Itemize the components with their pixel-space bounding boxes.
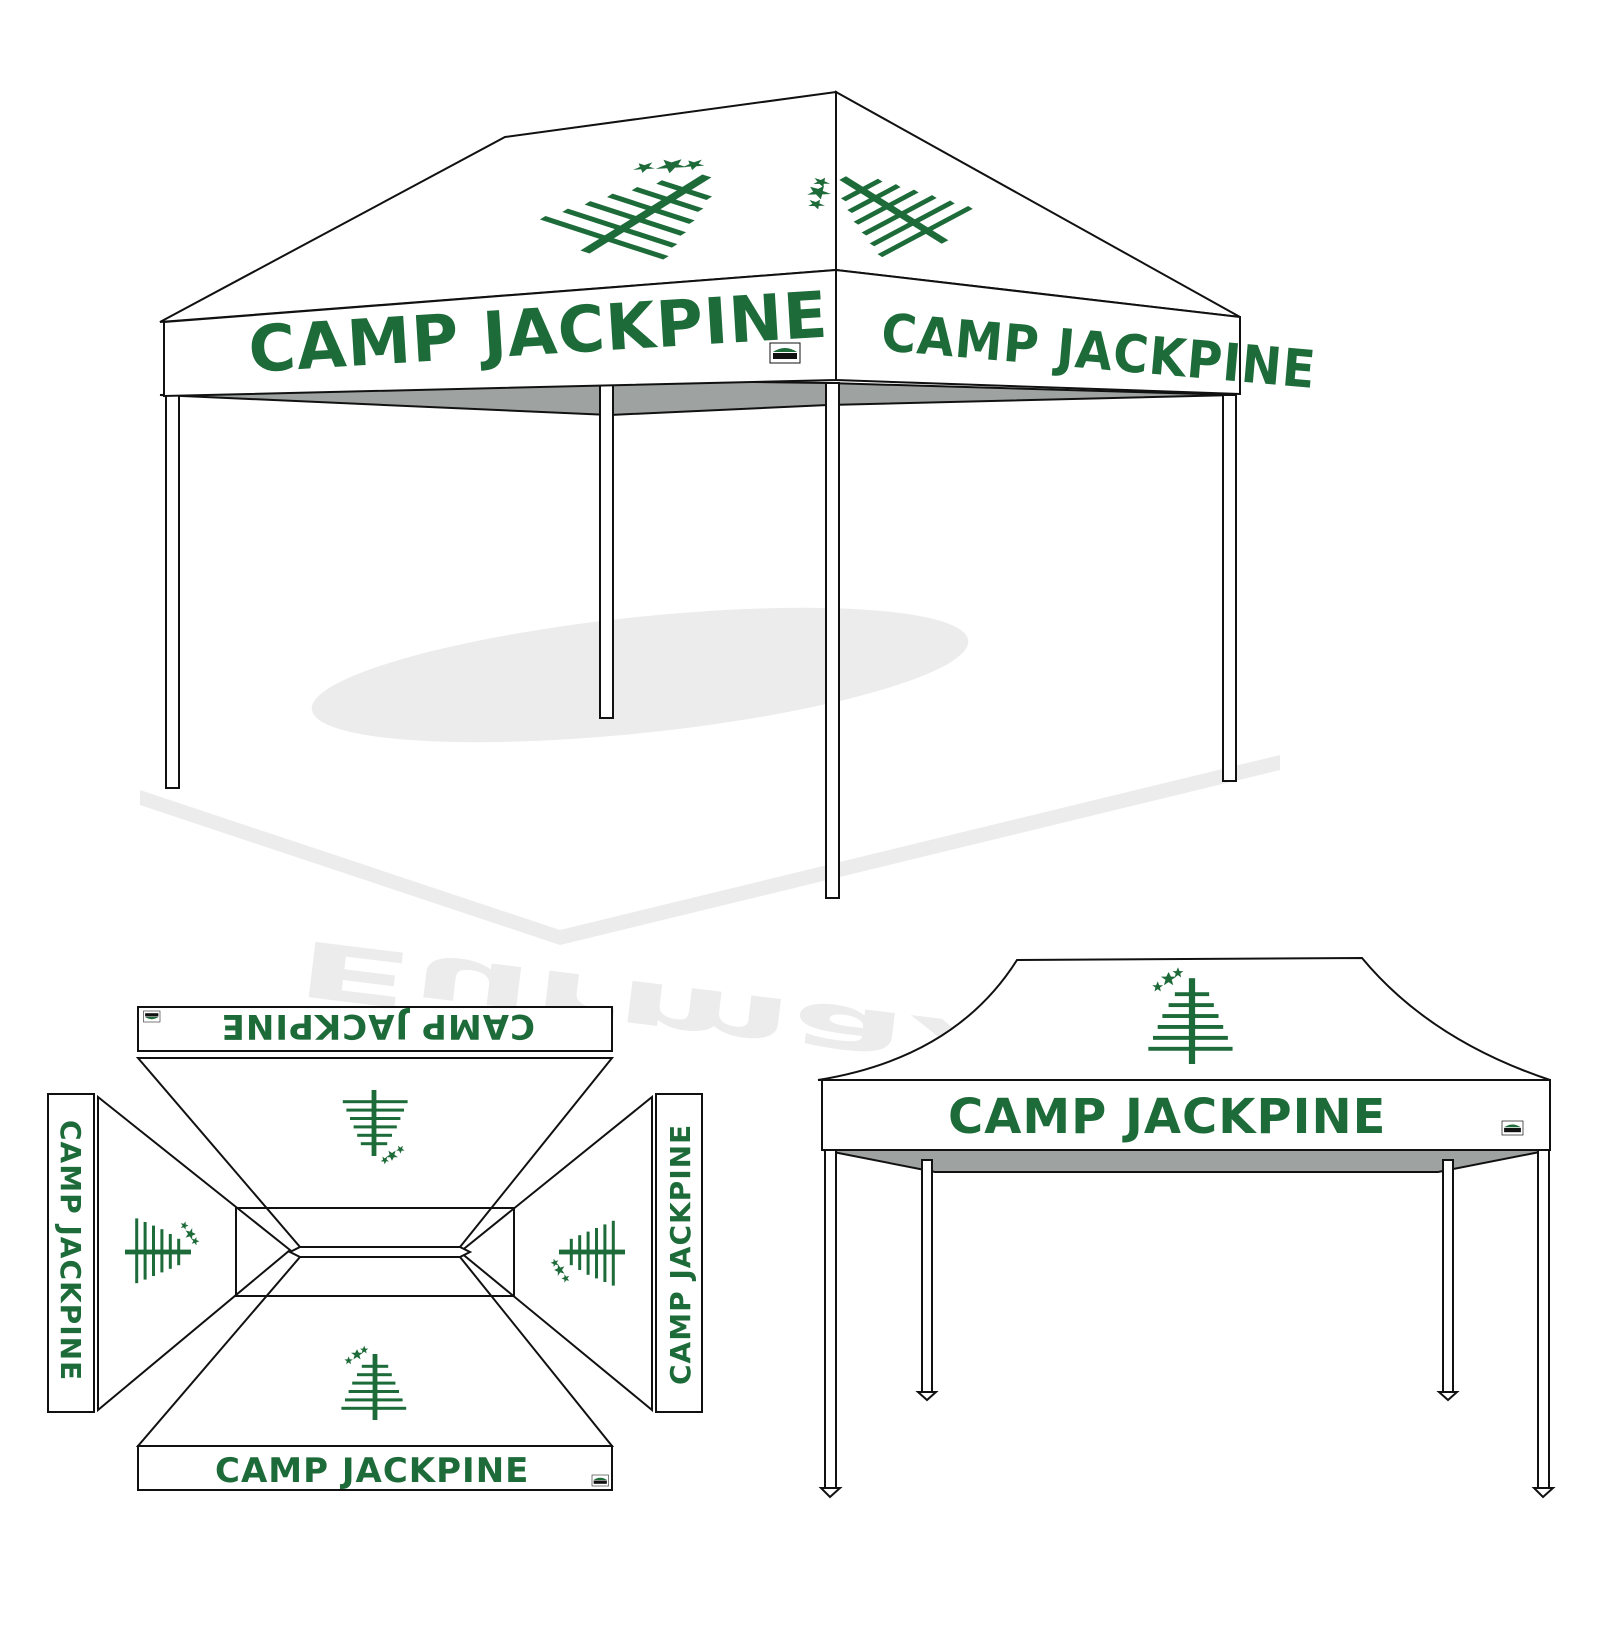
eurmax-label-icon	[143, 1010, 161, 1023]
leg-back-left	[921, 1159, 933, 1393]
flat-layout-graphics: CAMP JACKPINE CAMP JACKPINE CAMP JACKPIN…	[54, 1006, 697, 1491]
angled-view-tent: CAMP JACKPINE CAMP JACKPINE	[159, 90, 1318, 899]
front-view-tent: CAMP JACKPINE	[817, 956, 1556, 1499]
valance-right	[655, 1093, 703, 1413]
leg-back	[599, 382, 614, 719]
eurmax-label-icon	[1501, 1120, 1524, 1136]
valance-top	[137, 1006, 613, 1052]
front-valance-text: CAMP JACKPINE	[948, 1089, 1386, 1145]
front-roof	[817, 956, 1551, 1081]
leg-front-corner	[825, 382, 840, 899]
eurmax-label-icon	[591, 1474, 609, 1487]
valance-side	[835, 268, 1241, 396]
valance-right-text: CAMP JACKPINE	[664, 1124, 697, 1385]
front-valance	[821, 1079, 1551, 1151]
leg-front-left	[165, 394, 180, 789]
roof-left-panel	[97, 1094, 292, 1413]
valance-top-text: CAMP JACKPINE	[221, 1006, 535, 1046]
valance-bottom	[137, 1445, 613, 1491]
valance-bottom-text: CAMP JACKPINE	[215, 1451, 529, 1491]
valance-left-text: CAMP JACKPINE	[54, 1120, 87, 1381]
leg-front-right	[1222, 394, 1237, 782]
roof-right-panel	[458, 1094, 653, 1413]
leg-front-left	[824, 1149, 837, 1489]
leg-front-right	[1537, 1149, 1550, 1489]
eurmax-label-icon	[769, 342, 801, 364]
valance-left	[47, 1093, 95, 1413]
leg-back-right	[1442, 1159, 1454, 1393]
